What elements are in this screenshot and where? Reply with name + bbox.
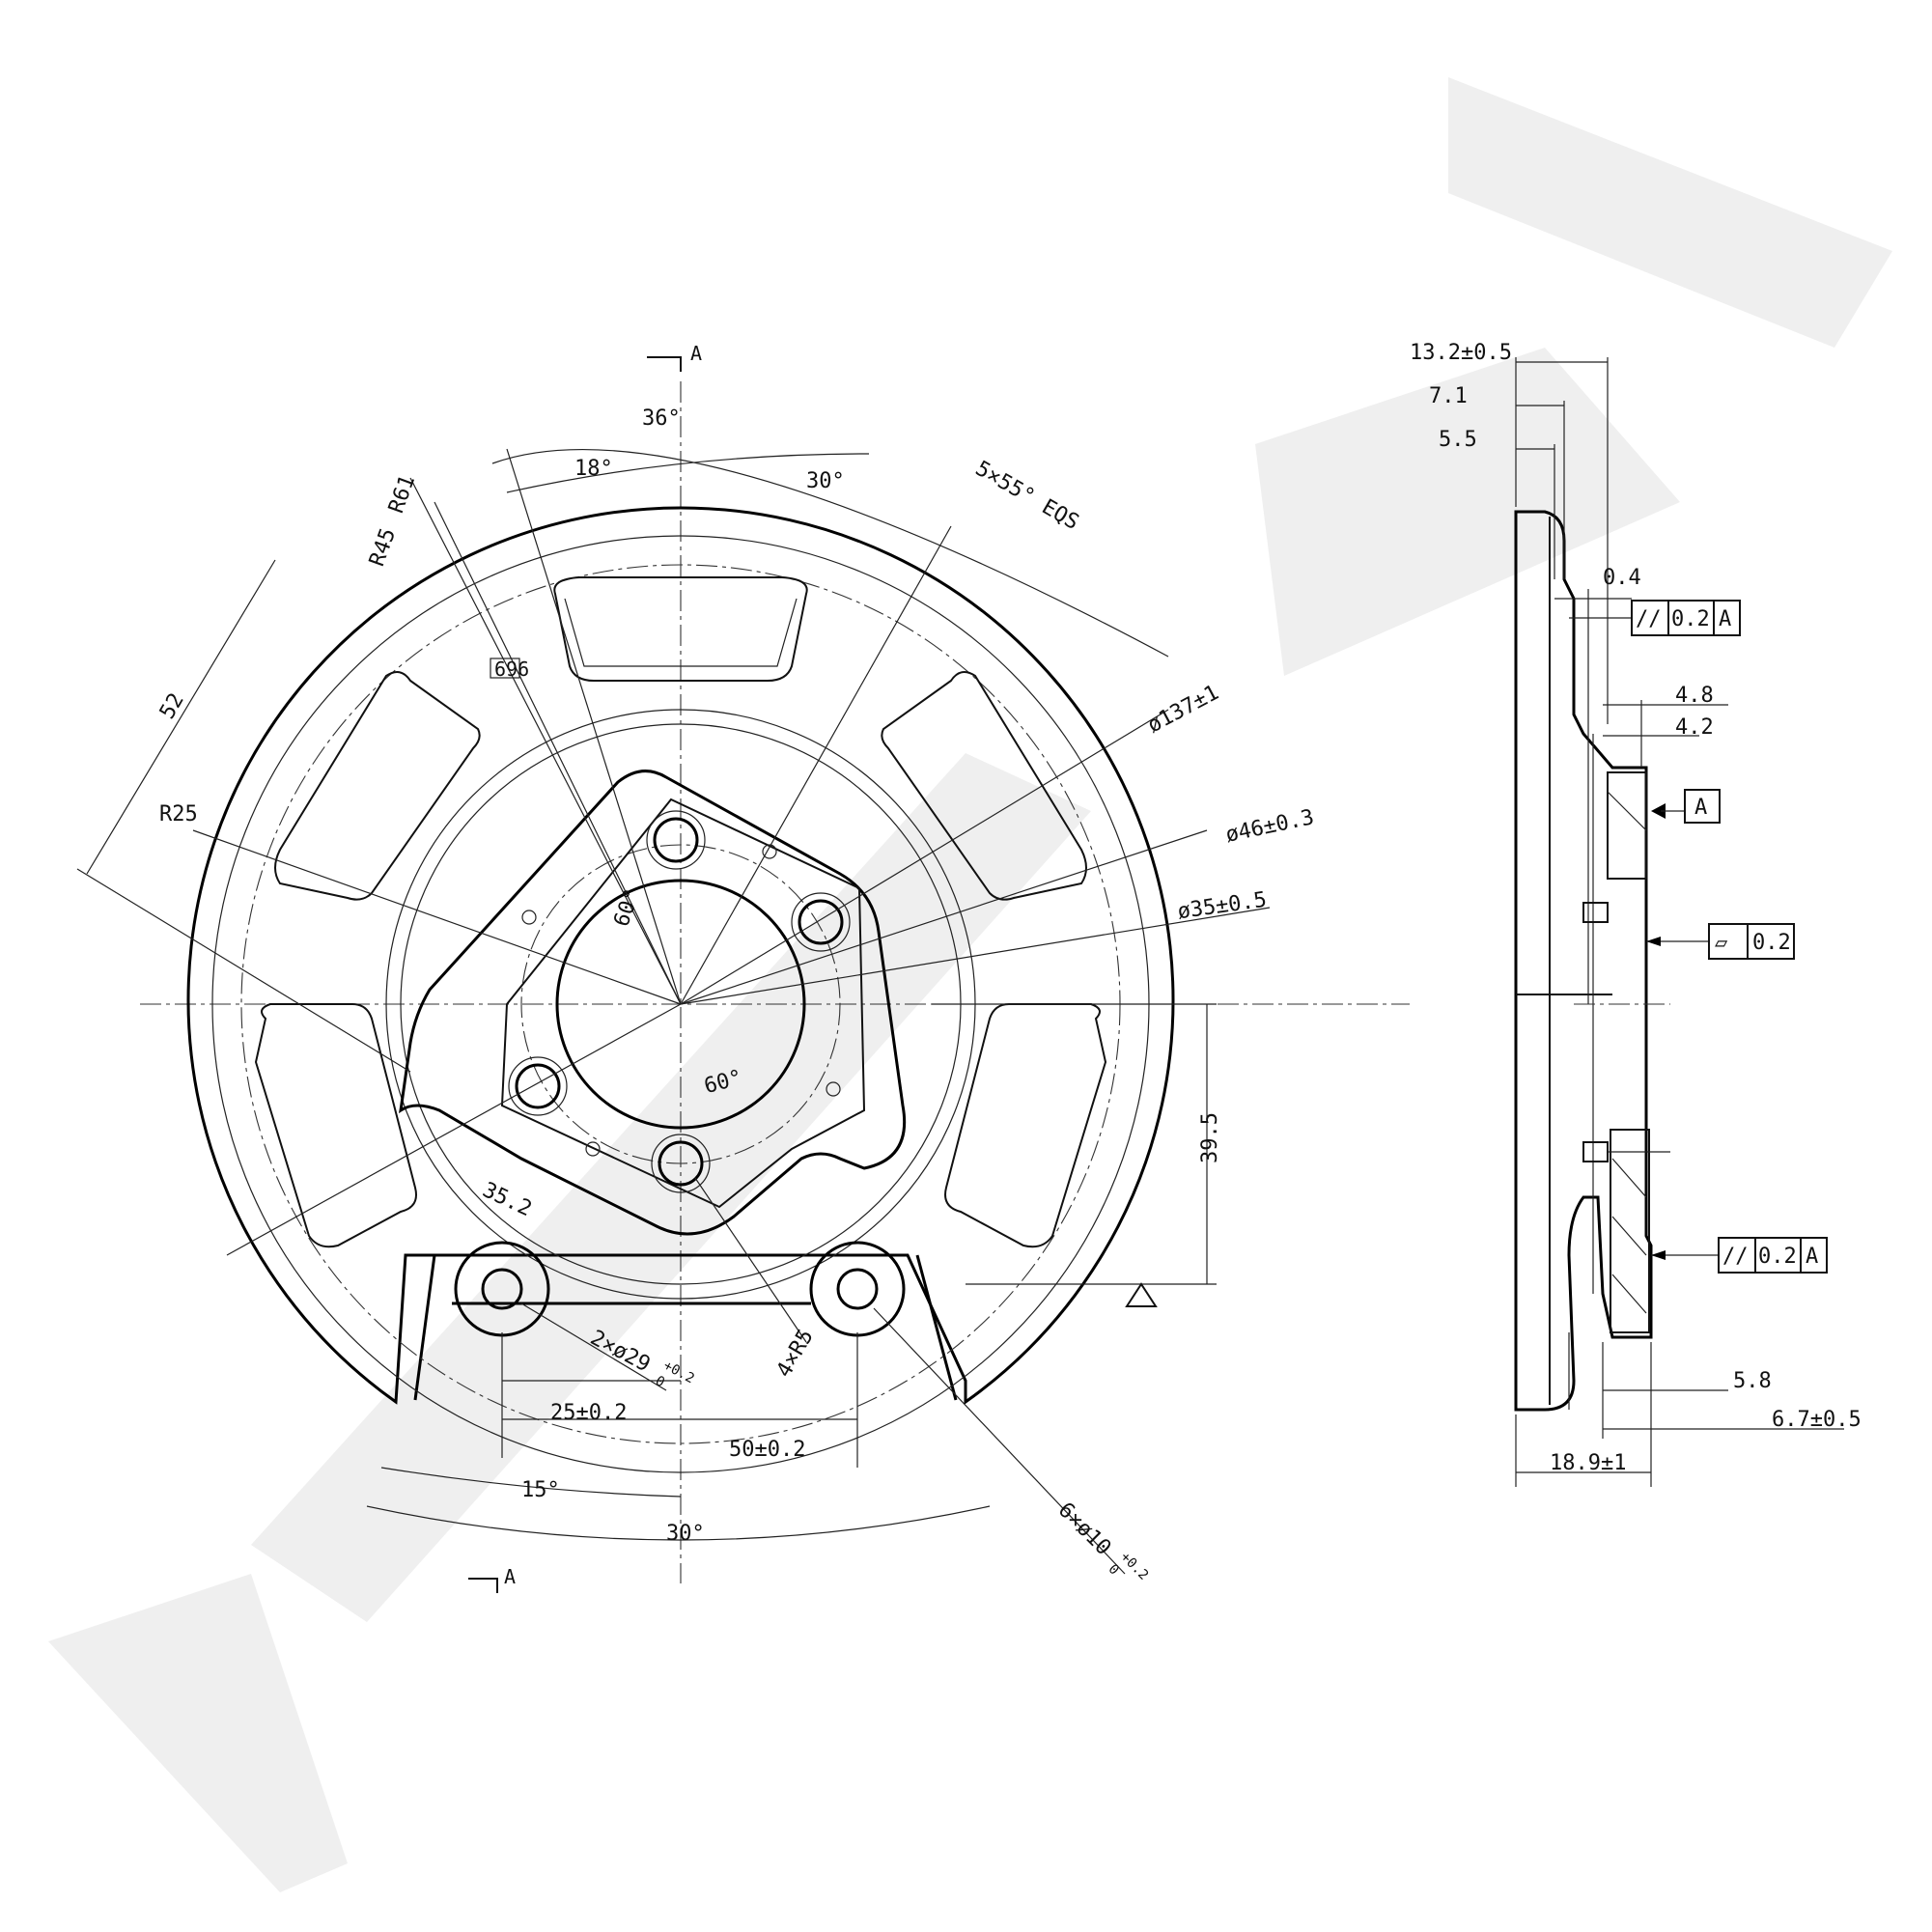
tolerance-frame-parallelism-2: // 0.2 A — [1718, 1237, 1828, 1274]
dim-d46: ø46±0.3 — [1223, 805, 1316, 848]
dimension-lines — [366, 449, 1217, 1541]
dim-25: 25±0.2 — [550, 1401, 627, 1425]
window-slots — [254, 576, 1107, 1248]
dim-d35: ø35±0.5 — [1176, 888, 1268, 925]
radius-4xr5: 4×R5 — [772, 1326, 819, 1382]
dim-13-2: 13.2±0.5 — [1410, 341, 1512, 365]
dim-5-8: 5.8 — [1733, 1369, 1772, 1393]
tolerance-frame-parallelism-1: // 0.2 A — [1631, 600, 1741, 636]
shield-outer-contour — [186, 506, 1175, 1405]
side-profile — [1514, 510, 1653, 1412]
dim-5-5: 5.5 — [1439, 428, 1477, 452]
svg-text:6×ø10: 6×ø10 — [1053, 1498, 1116, 1561]
svg-text:▱: ▱ — [1715, 931, 1728, 955]
svg-text:0: 0 — [1105, 1561, 1121, 1578]
svg-text:A: A — [1694, 796, 1707, 820]
svg-text:A: A — [1719, 607, 1731, 631]
angle-bottom-total: 30° — [666, 1522, 705, 1546]
angle-right-upper: 30° — [806, 469, 845, 493]
svg-text://: // — [1636, 607, 1662, 631]
radius-r61: R61 — [384, 472, 420, 517]
dim-18-9: 18.9±1 — [1550, 1451, 1626, 1475]
radius-r25: R25 — [159, 802, 198, 826]
radius-r45: R45 — [365, 525, 401, 570]
leader-lines — [76, 448, 1271, 1575]
side-view: 13.2±0.5 7.1 5.5 0.4 4.8 4.2 5.8 6.7±0.5… — [1410, 341, 1862, 1487]
section-label-bottom: A — [504, 1565, 516, 1588]
watermark — [48, 77, 1892, 1892]
angle-top-total: 36° — [642, 406, 681, 431]
hub-plate — [399, 770, 907, 1236]
svg-text:+0.2: +0.2 — [660, 1358, 696, 1386]
svg-text://: // — [1722, 1245, 1749, 1269]
dim-holes-10: 6×ø10 +0.2 0 — [1053, 1498, 1152, 1583]
dim-52: 52 — [155, 689, 189, 723]
angle-hub-upper: 60° — [609, 885, 645, 930]
dim-35-2: 35.2 — [479, 1178, 536, 1221]
angle-left-upper: 18° — [574, 457, 613, 481]
dim-4-8: 4.8 — [1675, 684, 1714, 708]
svg-text:0.2: 0.2 — [1752, 931, 1791, 955]
dim-4-2: 4.2 — [1675, 715, 1714, 740]
dim-39-5: 39.5 — [1198, 1112, 1222, 1163]
svg-text:0.2: 0.2 — [1758, 1245, 1797, 1269]
marking-code: 696 — [494, 658, 529, 681]
dim-eqs: 5×55° EQS — [971, 457, 1083, 535]
hub-bolt-holes — [508, 810, 851, 1193]
front-view: A A 696 36° 18° 30° 60° 60° 15° 30° R61 … — [76, 342, 1410, 1593]
dim-7-1: 7.1 — [1429, 384, 1468, 408]
dim-0-4: 0.4 — [1603, 566, 1641, 590]
dim-holes-29: 2×ø29 +0.2 0 — [586, 1326, 696, 1390]
angle-bottom-left: 15° — [521, 1478, 560, 1502]
svg-text:0: 0 — [653, 1373, 667, 1390]
tolerance-frame-flatness: ▱ 0.2 — [1708, 923, 1795, 960]
svg-text:0.2: 0.2 — [1671, 607, 1710, 631]
datum-a: A — [1684, 789, 1721, 824]
dim-d137: ø137±1 — [1144, 681, 1223, 738]
svg-text:A: A — [1806, 1245, 1818, 1269]
section-label-top: A — [690, 342, 702, 365]
dim-50: 50±0.2 — [729, 1438, 805, 1462]
dim-6-7: 6.7±0.5 — [1772, 1408, 1862, 1432]
svg-text:+0.2: +0.2 — [1117, 1550, 1151, 1583]
